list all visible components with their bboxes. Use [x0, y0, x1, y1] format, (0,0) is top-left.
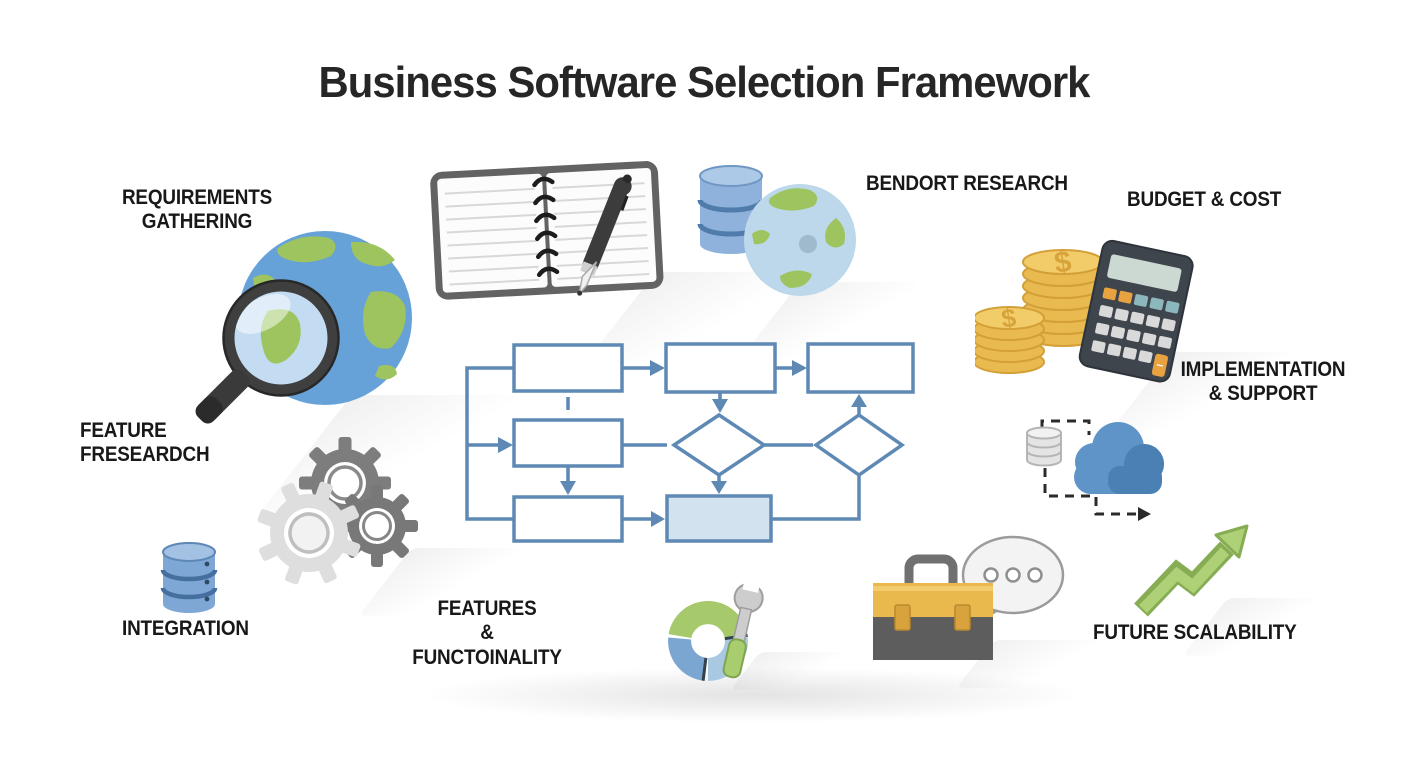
label-budget-cost: BUDGET & COST [1127, 188, 1282, 211]
dot [1027, 567, 1043, 583]
dashed-connector [1040, 419, 1136, 516]
process-box [512, 418, 624, 468]
calculator: − [1078, 239, 1194, 383]
process-box [512, 495, 624, 543]
flowchart-diagram [465, 342, 915, 543]
svg-text:$: $ [1052, 245, 1073, 280]
process-box [664, 342, 777, 394]
label-requirements-gathering: REQUIREMENTS GATHERING [121, 186, 273, 234]
pen [577, 174, 632, 297]
donut-chart-wrench-icon [668, 583, 764, 681]
toolbox [873, 554, 993, 660]
growth-arrow-icon [1134, 524, 1249, 617]
gear-light [257, 481, 361, 585]
label-feature-research: FEATURE FRESEARDCH [80, 419, 210, 467]
spiral-binding [532, 176, 560, 278]
gear-dark-right [336, 485, 418, 567]
process-box [512, 343, 624, 393]
toolbox-bottom [873, 617, 993, 660]
toolbox-chat-icon [873, 535, 1065, 660]
decision-diamond [812, 412, 906, 478]
label-features-functionality: FEATURES & FUNCTOINALITY [412, 597, 562, 669]
small-database [1026, 426, 1062, 467]
wrench [722, 583, 764, 679]
cloud-database-sync-icon [1026, 419, 1164, 521]
decision-diamond [670, 412, 768, 478]
calculator-keys: − [1091, 287, 1180, 377]
globe [744, 184, 856, 296]
notebook-pen-icon [430, 161, 664, 300]
label-integration: INTEGRATION [122, 617, 249, 640]
svg-text:$: $ [999, 302, 1018, 334]
label-implementation-support: IMPLEMENTATION & SUPPORT [1180, 358, 1346, 406]
highlighted-process-box [665, 494, 773, 543]
database-globe-icon [697, 165, 856, 296]
label-vendor-research: BENDORT RESEARCH [866, 172, 1068, 195]
coin-stack-short: $ [975, 302, 1045, 374]
magnifier-handle [195, 369, 250, 424]
dot [983, 567, 999, 583]
toolbox-clasp [894, 604, 911, 631]
magnifier-globe-icon [195, 231, 412, 424]
dot [1005, 567, 1021, 583]
toolbox-clasp [954, 604, 971, 631]
page-title: Business Software Selection Framework [318, 58, 1091, 107]
magnifier-ring [223, 280, 339, 396]
coins-calculator-icon: $ $ − [975, 239, 1194, 383]
label-future-scalability: FUTURE SCALABILITY [1093, 621, 1297, 644]
gears-icon [257, 437, 418, 585]
integration-database-icon [160, 542, 218, 613]
cloud [1074, 422, 1164, 494]
svg-text:−: − [1155, 358, 1165, 373]
calculator-display [1107, 254, 1182, 292]
process-box [806, 342, 915, 394]
